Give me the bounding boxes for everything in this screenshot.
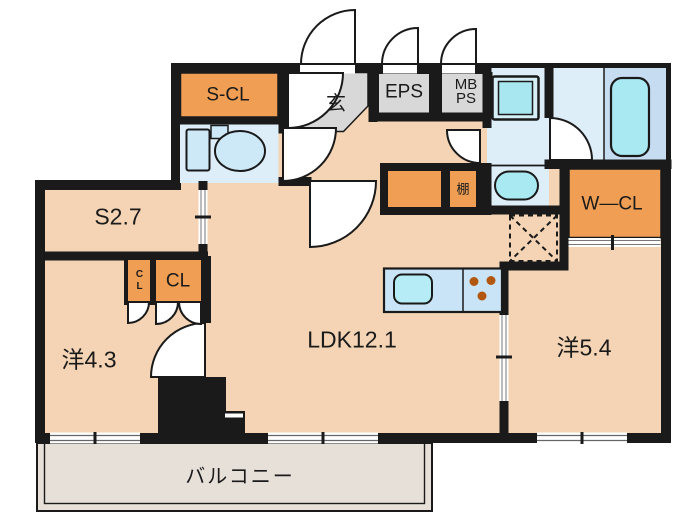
shelf-tana xyxy=(448,169,478,209)
room-label-cl: CL xyxy=(165,270,191,292)
swing-doors xyxy=(127,8,594,378)
walkin-closet-wcl xyxy=(567,167,663,240)
window-ldk xyxy=(268,432,378,444)
structural-pillar xyxy=(158,377,245,443)
windows xyxy=(50,432,627,444)
stove-burners-icon xyxy=(469,276,496,301)
hall-cabinet xyxy=(386,169,443,209)
room-label-mbps: MB PS xyxy=(454,75,478,107)
window-west43 xyxy=(50,432,140,444)
eps-door-arc xyxy=(380,26,419,65)
window-west54 xyxy=(537,432,627,444)
room-label-s27: S2.7 xyxy=(94,203,142,230)
kitchen-counter xyxy=(382,267,504,314)
washroom-door-arc xyxy=(445,129,481,165)
room-label-eps: EPS xyxy=(384,81,424,103)
room-label-w-cl: W—CL xyxy=(581,193,643,215)
washbasin-icon xyxy=(487,164,545,201)
room-label-s-cl: S-CL xyxy=(206,84,250,106)
room-label-west54: 洋5.4 xyxy=(556,334,612,361)
room-label-balcony: バルコニー xyxy=(185,466,295,488)
bathtub-icon xyxy=(609,76,651,158)
entrance-door-arc xyxy=(299,8,356,65)
sliding-door-s27 xyxy=(195,190,211,244)
closet-large-door-arc-left xyxy=(155,301,180,326)
eps-box xyxy=(377,72,431,118)
wcl-closet-doors xyxy=(568,235,661,250)
closet-large-door-arc-right xyxy=(177,301,202,326)
room-label-genkan: 玄 xyxy=(326,93,346,115)
room-label-shelf: 棚 xyxy=(456,181,470,197)
washer-pan-icon xyxy=(491,75,540,121)
hall-ldk-door-arc xyxy=(309,180,378,249)
closet-large xyxy=(152,256,205,305)
toilet-door-arc xyxy=(282,127,338,183)
mbps-door-arc xyxy=(439,27,477,65)
toilet-icon xyxy=(185,124,266,172)
closet-small-door-arc xyxy=(127,301,151,325)
room-label-cl-small: CL xyxy=(134,269,145,293)
room-label-west43: 洋4.3 xyxy=(61,346,117,373)
refrigerator-space xyxy=(509,214,558,262)
room-label-ldk: LDK12.1 xyxy=(307,326,397,353)
sliding-door-ldk-54 xyxy=(496,315,512,401)
shoe-closet-scl xyxy=(178,71,280,119)
bathroom-door-arc xyxy=(549,116,594,161)
wall-openings xyxy=(300,62,475,74)
kitchen-sink-icon xyxy=(393,273,433,305)
